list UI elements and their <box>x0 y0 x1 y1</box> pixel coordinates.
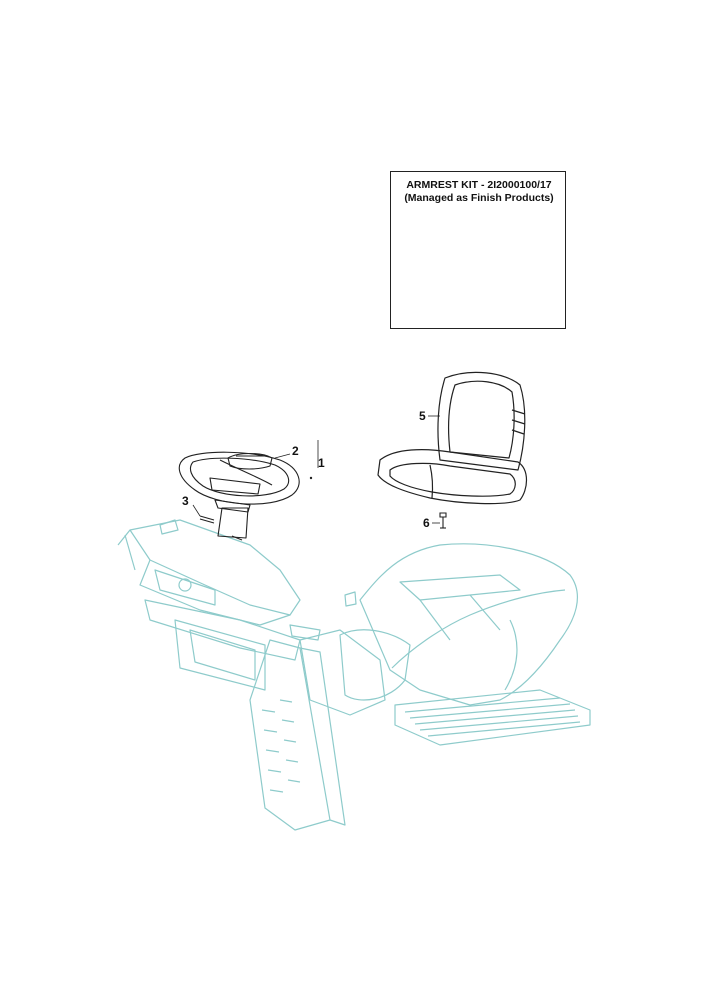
spring-pin <box>199 515 215 524</box>
armrest-kit-box: ARMREST KIT - 2I2000100/17 (Managed as F… <box>390 171 566 329</box>
callout-5: 5 <box>419 409 426 423</box>
callout-leaders <box>192 415 440 524</box>
steering-wheel <box>178 451 300 541</box>
callout-3: 3 <box>182 494 189 508</box>
tractor-body-context <box>117 519 591 831</box>
seat-bolt <box>439 512 447 529</box>
armrest-kit-title: ARMREST KIT - 2I2000100/17 <box>406 179 552 191</box>
screw-dot <box>309 476 313 480</box>
callout-1: 1 <box>318 456 325 470</box>
seat <box>377 371 528 505</box>
armrest-kit-subtitle: (Managed as Finish Products) <box>404 192 554 204</box>
callout-2: 2 <box>292 444 299 458</box>
callout-6: 6 <box>423 516 430 530</box>
